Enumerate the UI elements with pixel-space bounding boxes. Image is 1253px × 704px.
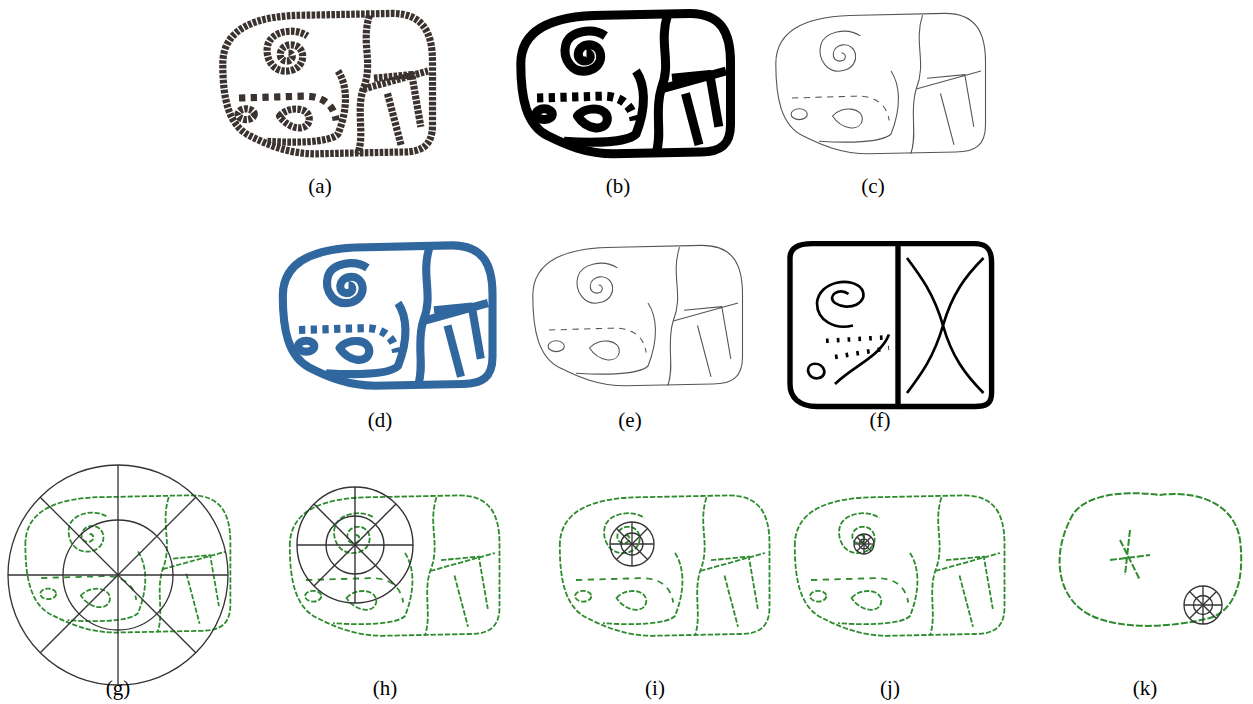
panel-label: (k) <box>1133 676 1158 701</box>
panel-label: (b) <box>606 174 631 199</box>
panel-label: (j) <box>880 676 900 701</box>
panel-label: (g) <box>106 676 131 701</box>
panel-label: (d) <box>368 408 393 433</box>
panel-label: (e) <box>618 408 641 433</box>
panel-label: (a) <box>308 174 331 199</box>
panel-label: (h) <box>373 676 398 701</box>
panel-label: (c) <box>861 174 884 199</box>
panel-label: (i) <box>645 676 665 701</box>
panel-label: (f) <box>870 408 891 433</box>
